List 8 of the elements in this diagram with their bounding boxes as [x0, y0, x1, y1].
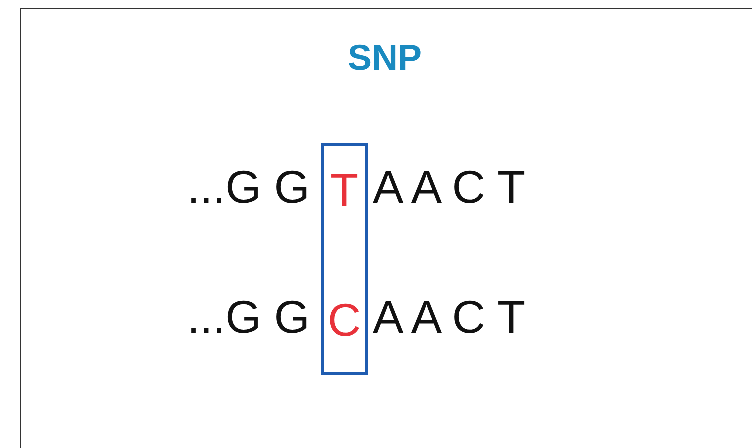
- title: SNP: [348, 36, 422, 80]
- variant-base: T: [330, 164, 359, 216]
- sequence-text: ...G G: [187, 291, 310, 343]
- sequence-text: A A C T: [373, 161, 526, 213]
- sequence-text: ...G G: [187, 161, 310, 213]
- variant-base: C: [328, 294, 362, 346]
- sequence-text: A A C T: [373, 291, 526, 343]
- highlight-box: [321, 143, 368, 375]
